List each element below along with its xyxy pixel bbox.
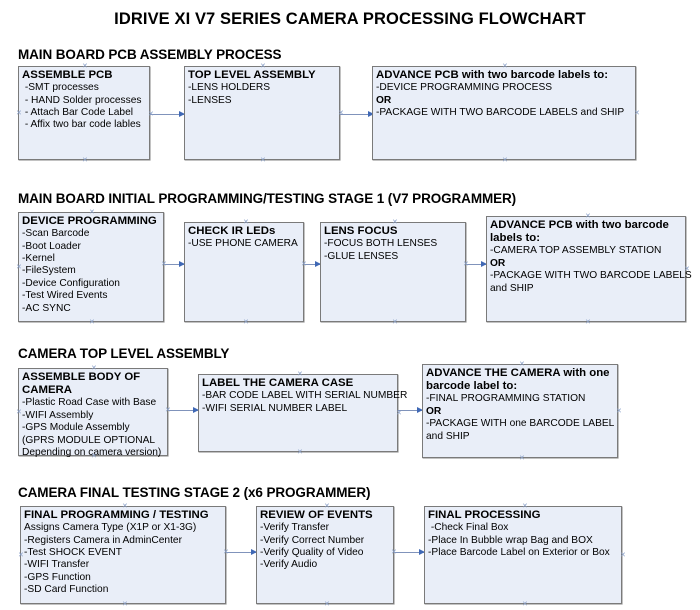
resize-handle-bottom[interactable]: ✕	[519, 455, 525, 462]
node-line: -Plastic Road Case with Base	[22, 397, 157, 409]
node-line: OR	[376, 94, 392, 106]
node-line: -FileSystem	[22, 265, 76, 277]
node-line: -PACKAGE WITH TWO BARCODE LABELS	[490, 270, 692, 282]
node-line: -Registers Camera in AdminCenter	[24, 534, 182, 546]
connector-lens-focus-to-advance-pcb	[466, 261, 487, 267]
connector-assemble-pcb-to-top-level-assembly	[150, 111, 185, 117]
node-line: -SD Card Function	[24, 584, 109, 596]
node-line: and SHIP	[490, 282, 534, 294]
node-top-level-assembly[interactable]: TOP LEVEL ASSEMBLY -LENS HOLDERS -LENSES…	[184, 63, 344, 164]
node-advance-pcb-camera-top-assembly[interactable]: ADVANCE PCB with two barcode labels to: …	[486, 213, 692, 326]
node-device-programming[interactable]: DEVICE PROGRAMMING -Scan Barcode -Boot L…	[16, 209, 164, 326]
node-line: -CAMERA TOP ASSEMBLY STATION	[490, 245, 662, 257]
node-line: -FOCUS BOTH LENSES	[324, 238, 438, 250]
node-check-ir-leds[interactable]: CHECK IR LEDs -USE PHONE CAMERA ✕ ✕	[184, 219, 304, 326]
node-line: -Verify Quality of Video	[260, 547, 364, 559]
node-label-the-camera-case[interactable]: LABEL THE CAMERA CASE -BAR CODE LABEL WI…	[198, 371, 408, 456]
node-line: -Verify Transfer	[260, 522, 330, 534]
node-line: -LENSES	[188, 94, 232, 106]
node-line: - Attach Bar Code Label	[22, 107, 133, 119]
resize-handle-bottom[interactable]: ✕	[260, 157, 266, 164]
node-line: -DEVICE PROGRAMMING PROCESS	[376, 82, 553, 94]
node-line: -GPS Module Assembly	[22, 422, 130, 434]
node-line: -Place In Bubble wrap Bag and BOX	[428, 534, 593, 546]
node-advance-the-camera[interactable]: ADVANCE THE CAMERA with one barcode labe…	[422, 361, 622, 462]
node-final-processing[interactable]: FINAL PROCESSING -Check Final Box -Place…	[424, 503, 626, 608]
node-title: LENS FOCUS	[324, 225, 398, 237]
connector-top-level-assembly-to-advance-pcb	[340, 111, 374, 117]
node-title: DEVICE PROGRAMMING	[22, 215, 157, 227]
node-title: FINAL PROGRAMMING / TESTING	[24, 509, 209, 521]
node-title: LABEL THE CAMERA CASE	[202, 377, 354, 389]
node-line: -PACKAGE WITH one BARCODE LABEL	[426, 418, 615, 430]
node-assemble-pcb[interactable]: ASSEMBLE PCB -SMT processes - HAND Solde…	[16, 63, 150, 164]
node-line: -Device Configuration	[22, 277, 120, 289]
resize-handle-bottom[interactable]: ✕	[82, 157, 88, 164]
resize-handle-bottom[interactable]: ✕	[297, 449, 303, 456]
node-line: -WIFI Assembly	[22, 409, 94, 421]
node-line: - Affix two bar code lables	[22, 119, 141, 131]
resize-handle-bottom[interactable]: ✕	[243, 319, 249, 326]
resize-handle-bottom[interactable]: ✕	[502, 157, 508, 164]
connector-review-of-events-to-final-processing	[394, 549, 425, 555]
node-advance-pcb-two-barcode-labels[interactable]: ADVANCE PCB with two barcode labels to: …	[372, 63, 640, 164]
resize-handle-bottom[interactable]: ✕	[122, 601, 128, 608]
resize-handle-bottom[interactable]: ✕	[585, 319, 591, 326]
section-heading-main-board-initial-programming: MAIN BOARD INITIAL PROGRAMMING/TESTING S…	[18, 191, 517, 206]
node-title: ADVANCE PCB with two barcode labels to:	[490, 219, 669, 245]
node-assemble-body-of-camera[interactable]: ASSEMBLE BODY OF CAMERA -Plastic Road Ca…	[16, 365, 168, 460]
node-line: -WIFI Transfer	[24, 559, 90, 571]
node-line: -WIFI SERIAL NUMBER LABEL	[202, 402, 348, 414]
node-review-of-events[interactable]: REVIEW OF EVENTS -Verify Transfer -Verif…	[256, 503, 394, 608]
section-heading-camera-top-level-assembly: CAMERA TOP LEVEL ASSEMBLY	[18, 346, 230, 361]
node-title: CHECK IR LEDs	[188, 225, 276, 237]
resize-handle-bottom[interactable]: ✕	[89, 319, 95, 326]
section-heading-camera-final-testing-stage-2: CAMERA FINAL TESTING STAGE 2 (x6 PROGRAM…	[18, 485, 371, 500]
node-line: and SHIP	[426, 430, 470, 442]
resize-handle-bottom[interactable]: ✕	[392, 319, 398, 326]
connector-final-programming-to-review-of-events	[226, 549, 257, 555]
resize-handle-bottom[interactable]: ✕	[324, 601, 330, 608]
page-title: IDRIVE XI V7 SERIES CAMERA PROCESSING FL…	[114, 10, 586, 28]
node-title: ASSEMBLE PCB	[22, 69, 113, 81]
node-line: (GPRS MODULE OPTIONAL	[22, 434, 156, 446]
node-line: OR	[426, 405, 442, 417]
node-line: -GPS Function	[24, 571, 91, 583]
node-title: FINAL PROCESSING	[428, 509, 541, 521]
connector-assemble-body-to-label-camera-case	[168, 407, 199, 413]
node-line: -Check Final Box	[428, 522, 509, 534]
node-line: -AC SYNC	[22, 302, 71, 314]
node-line: -Boot Loader	[22, 240, 81, 252]
node-title: REVIEW OF EVENTS	[260, 509, 373, 521]
node-title: TOP LEVEL ASSEMBLY	[188, 69, 316, 81]
node-line: -LENS HOLDERS	[188, 82, 271, 94]
node-final-programming-testing[interactable]: FINAL PROGRAMMING / TESTING Assigns Came…	[18, 503, 226, 608]
node-line: -Test Wired Events	[22, 290, 108, 302]
node-line: -USE PHONE CAMERA	[188, 238, 298, 250]
node-title: ADVANCE PCB with two barcode labels to:	[376, 69, 609, 81]
node-title: ASSEMBLE BODY OF CAMERA	[22, 371, 141, 397]
node-line: -Verify Audio	[260, 559, 318, 571]
node-title: ADVANCE THE CAMERA with one barcode labe…	[426, 367, 610, 393]
resize-handle-bottom[interactable]: ✕	[522, 601, 528, 608]
node-line: -PACKAGE WITH TWO BARCODE LABELS and SHI…	[376, 107, 625, 119]
node-line: -FINAL PROGRAMMING STATION	[426, 393, 586, 405]
node-line: -BAR CODE LABEL WITH SERIAL NUMBER	[202, 390, 408, 402]
node-line: Assigns Camera Type (X1P or X1-3G)	[24, 522, 197, 534]
node-line: Depending on camera version)	[22, 447, 162, 459]
node-line: OR	[490, 257, 506, 269]
node-line: -Verify Correct Number	[260, 534, 365, 546]
connector-label-camera-case-to-advance-camera	[398, 407, 423, 413]
node-lens-focus[interactable]: LENS FOCUS -FOCUS BOTH LENSES -GLUE LENS…	[320, 219, 466, 326]
node-line: -Place Barcode Label on Exterior or Box	[428, 547, 610, 559]
connector-check-ir-leds-to-lens-focus	[304, 261, 321, 267]
node-line: -SMT processes	[22, 82, 99, 94]
node-line: -Scan Barcode	[22, 228, 90, 240]
node-line: - HAND Solder processes	[22, 94, 142, 106]
connector-device-programming-to-check-ir-leds	[164, 261, 185, 267]
section-heading-main-board-pcb-assembly: MAIN BOARD PCB ASSEMBLY PROCESS	[18, 47, 282, 62]
node-line: -Test SHOCK EVENT	[24, 547, 122, 559]
node-line: -Kernel	[22, 253, 55, 265]
node-line: -GLUE LENSES	[324, 250, 399, 262]
